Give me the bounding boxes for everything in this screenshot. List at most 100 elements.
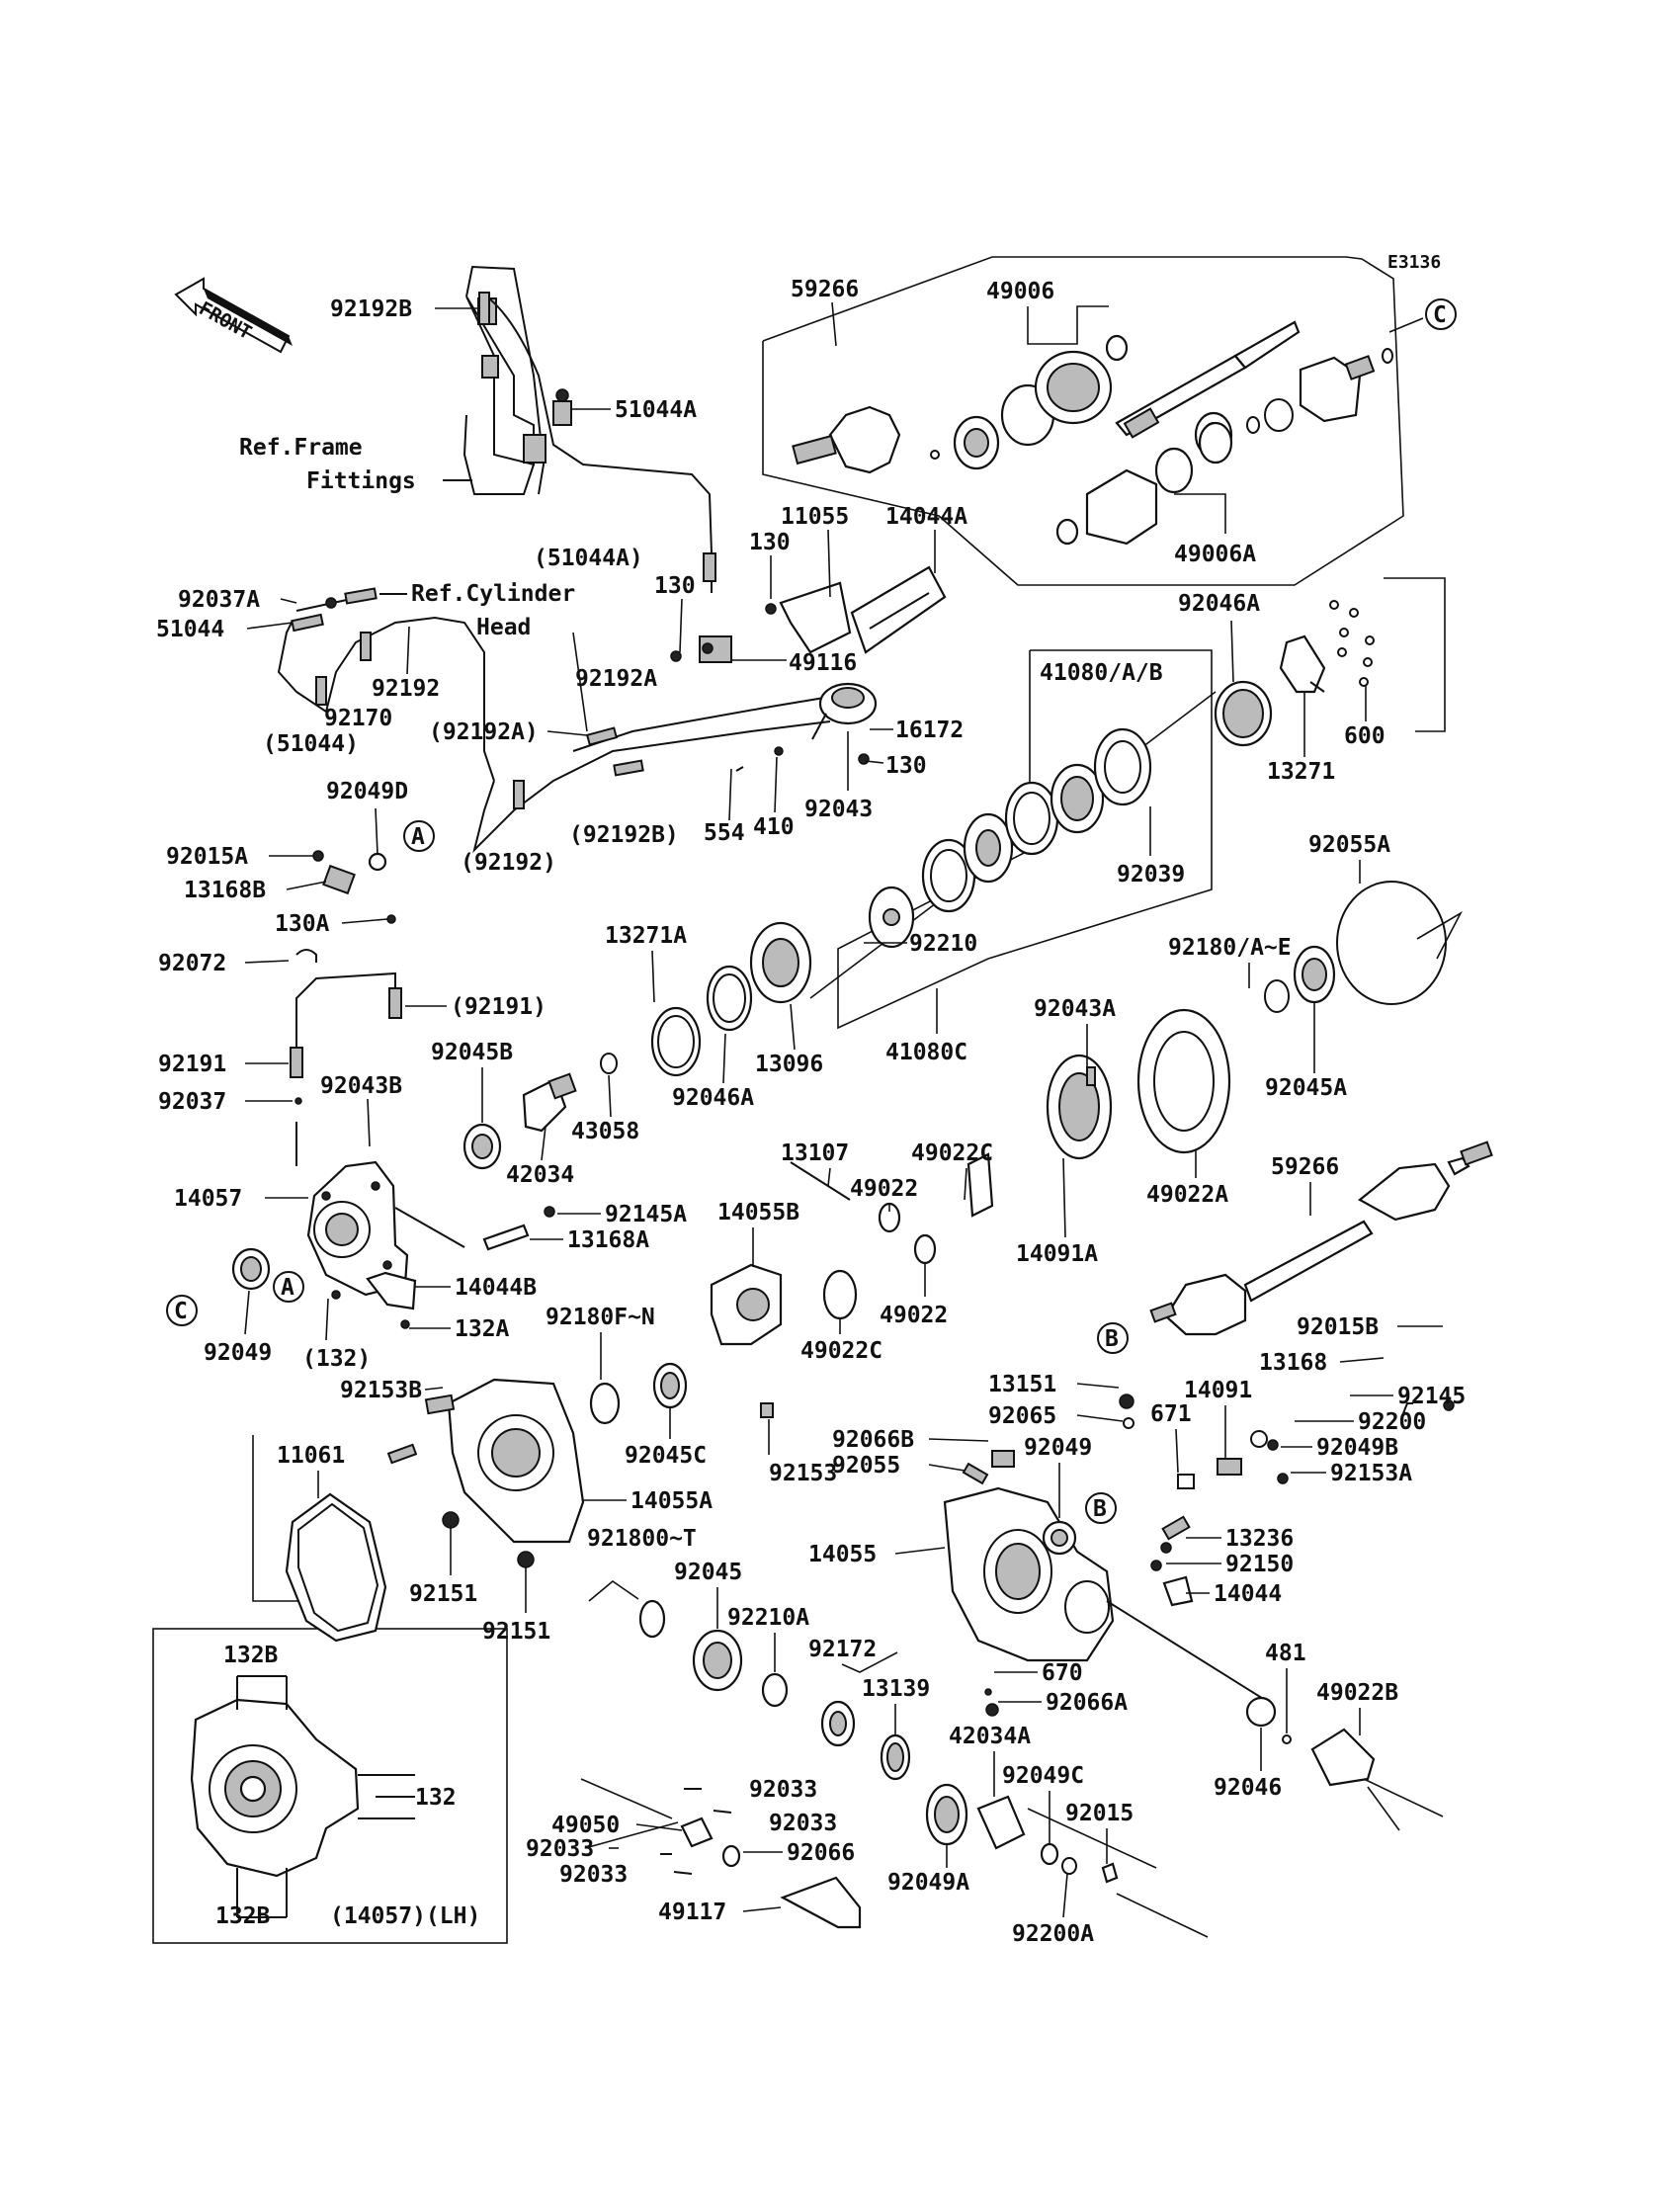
part-label: (92192): [461, 850, 556, 876]
part-label: 51044A: [615, 397, 697, 423]
part-label: 49006: [986, 279, 1054, 304]
front-arrow-icon: FRONT: [174, 277, 293, 354]
part-label: 92066B: [832, 1427, 914, 1453]
frame-fittings: [462, 265, 546, 495]
bearings-lower: [638, 1599, 968, 1846]
part-label: (92192A): [429, 719, 539, 745]
case-14055: [943, 1486, 1266, 1701]
yoke-parts: [580, 1778, 1209, 1938]
part-label: 92033: [526, 1836, 594, 1862]
part-label: (132): [302, 1346, 371, 1372]
part-label: 49117: [658, 1900, 726, 1925]
part-label: 92072: [158, 951, 226, 976]
svg-text:C: C: [174, 1299, 188, 1324]
part-label: 13168A: [567, 1227, 649, 1253]
part-label: 11061: [277, 1443, 345, 1469]
part-label: 13168B: [184, 878, 266, 903]
part-label: 41080/A/B: [1040, 660, 1163, 686]
part-label: 92049: [204, 1340, 272, 1366]
part-label: (51044): [263, 731, 359, 757]
part-label: 49022B: [1316, 1680, 1398, 1706]
differential: [790, 945, 1336, 1265]
shift-shaft-13168a: [394, 1206, 555, 1251]
ref-frame-line2: Fittings: [306, 468, 416, 494]
part-label: 92066A: [1046, 1690, 1128, 1716]
part-label: (51044A): [534, 546, 643, 571]
part-label: 92145A: [605, 1202, 687, 1227]
part-label: 51044: [156, 617, 224, 642]
part-label: 14091: [1184, 1378, 1252, 1403]
svg-text:C: C: [1433, 302, 1447, 328]
part-label: 92145: [1397, 1384, 1466, 1409]
part-label: 13151: [988, 1372, 1056, 1397]
part-label: 49050: [551, 1813, 620, 1838]
part-label: 14044A: [885, 504, 967, 530]
part-label: 92172: [808, 1637, 877, 1662]
part-label: 92043A: [1034, 996, 1116, 1022]
part-label: 92039: [1117, 862, 1185, 887]
inset-label-132b-top: 132B: [223, 1643, 279, 1668]
part-label: 130: [654, 573, 696, 599]
ref-frame-line1: Ref.Frame: [239, 435, 363, 461]
svg-text:B: B: [1105, 1326, 1119, 1352]
part-label: 43058: [571, 1119, 639, 1144]
part-label: 92049D: [326, 779, 408, 804]
part-label: 13271: [1267, 759, 1335, 785]
part-label: 92037: [158, 1089, 226, 1115]
part-label: 59266: [791, 277, 859, 302]
fitting-51044a: [552, 388, 572, 426]
part-label: 14055A: [630, 1488, 713, 1514]
part-label: 92046A: [1178, 591, 1260, 617]
part-label: 92192B: [330, 296, 412, 322]
part-label: 92153A: [1330, 1461, 1412, 1486]
inset-caption: (14057)(LH): [330, 1903, 480, 1929]
part-label: 13107: [781, 1141, 849, 1166]
part-label: 92055: [832, 1453, 900, 1479]
hose-lower: [472, 720, 831, 854]
marker-b-case: B: [1085, 1492, 1117, 1524]
part-label: 16172: [895, 718, 964, 743]
breather-hose-upper: [483, 294, 713, 593]
part-label: 92065: [988, 1403, 1056, 1429]
part-label: 92192A: [575, 666, 657, 692]
inset-label-132: 132: [415, 1785, 457, 1811]
clutch-pack: [868, 634, 1326, 949]
part-label: 410: [753, 814, 795, 840]
ref-cyl-line1: Ref.Cylinder: [411, 581, 575, 607]
part-label: 92049B: [1316, 1435, 1398, 1461]
gear-13096: [650, 921, 812, 1077]
part-label: 130: [749, 530, 791, 555]
marker-a-lower: A: [273, 1271, 304, 1303]
pinion-42034: [462, 1053, 618, 1170]
part-label: 92033: [559, 1862, 628, 1888]
part-label: 92210A: [727, 1605, 809, 1631]
part-label: 92192: [372, 676, 440, 702]
part-label: 92049C: [1002, 1763, 1084, 1789]
part-label: 92180F~N: [546, 1305, 655, 1330]
breather-16172: [735, 682, 878, 772]
part-label: 13236: [1225, 1526, 1294, 1552]
bracket-11055: [765, 581, 852, 654]
part-label: 11055: [781, 504, 849, 530]
hose-92191: [295, 972, 396, 1057]
svg-text:B: B: [1093, 1496, 1107, 1522]
part-label: 671: [1150, 1401, 1192, 1427]
part-label: 49022: [880, 1303, 948, 1328]
part-label: 92015: [1065, 1801, 1134, 1826]
part-label: 49022A: [1146, 1182, 1228, 1208]
part-label: 14044B: [455, 1275, 537, 1301]
part-label: 92153: [769, 1461, 837, 1486]
part-label: 92055A: [1308, 832, 1390, 858]
part-label: 49022C: [800, 1338, 882, 1364]
oring-92055a: [1336, 881, 1447, 1005]
part-label: 92200: [1358, 1409, 1426, 1435]
part-label: 14091A: [1016, 1241, 1098, 1267]
cover-11061: [285, 1492, 387, 1643]
svg-text:A: A: [281, 1275, 294, 1301]
inset-label-132b-bottom: 132B: [215, 1903, 271, 1929]
part-label: 92049A: [887, 1870, 969, 1896]
hose-51044: [277, 620, 327, 713]
part-label: 92043: [804, 797, 873, 822]
marker-c-case: C: [166, 1295, 198, 1326]
